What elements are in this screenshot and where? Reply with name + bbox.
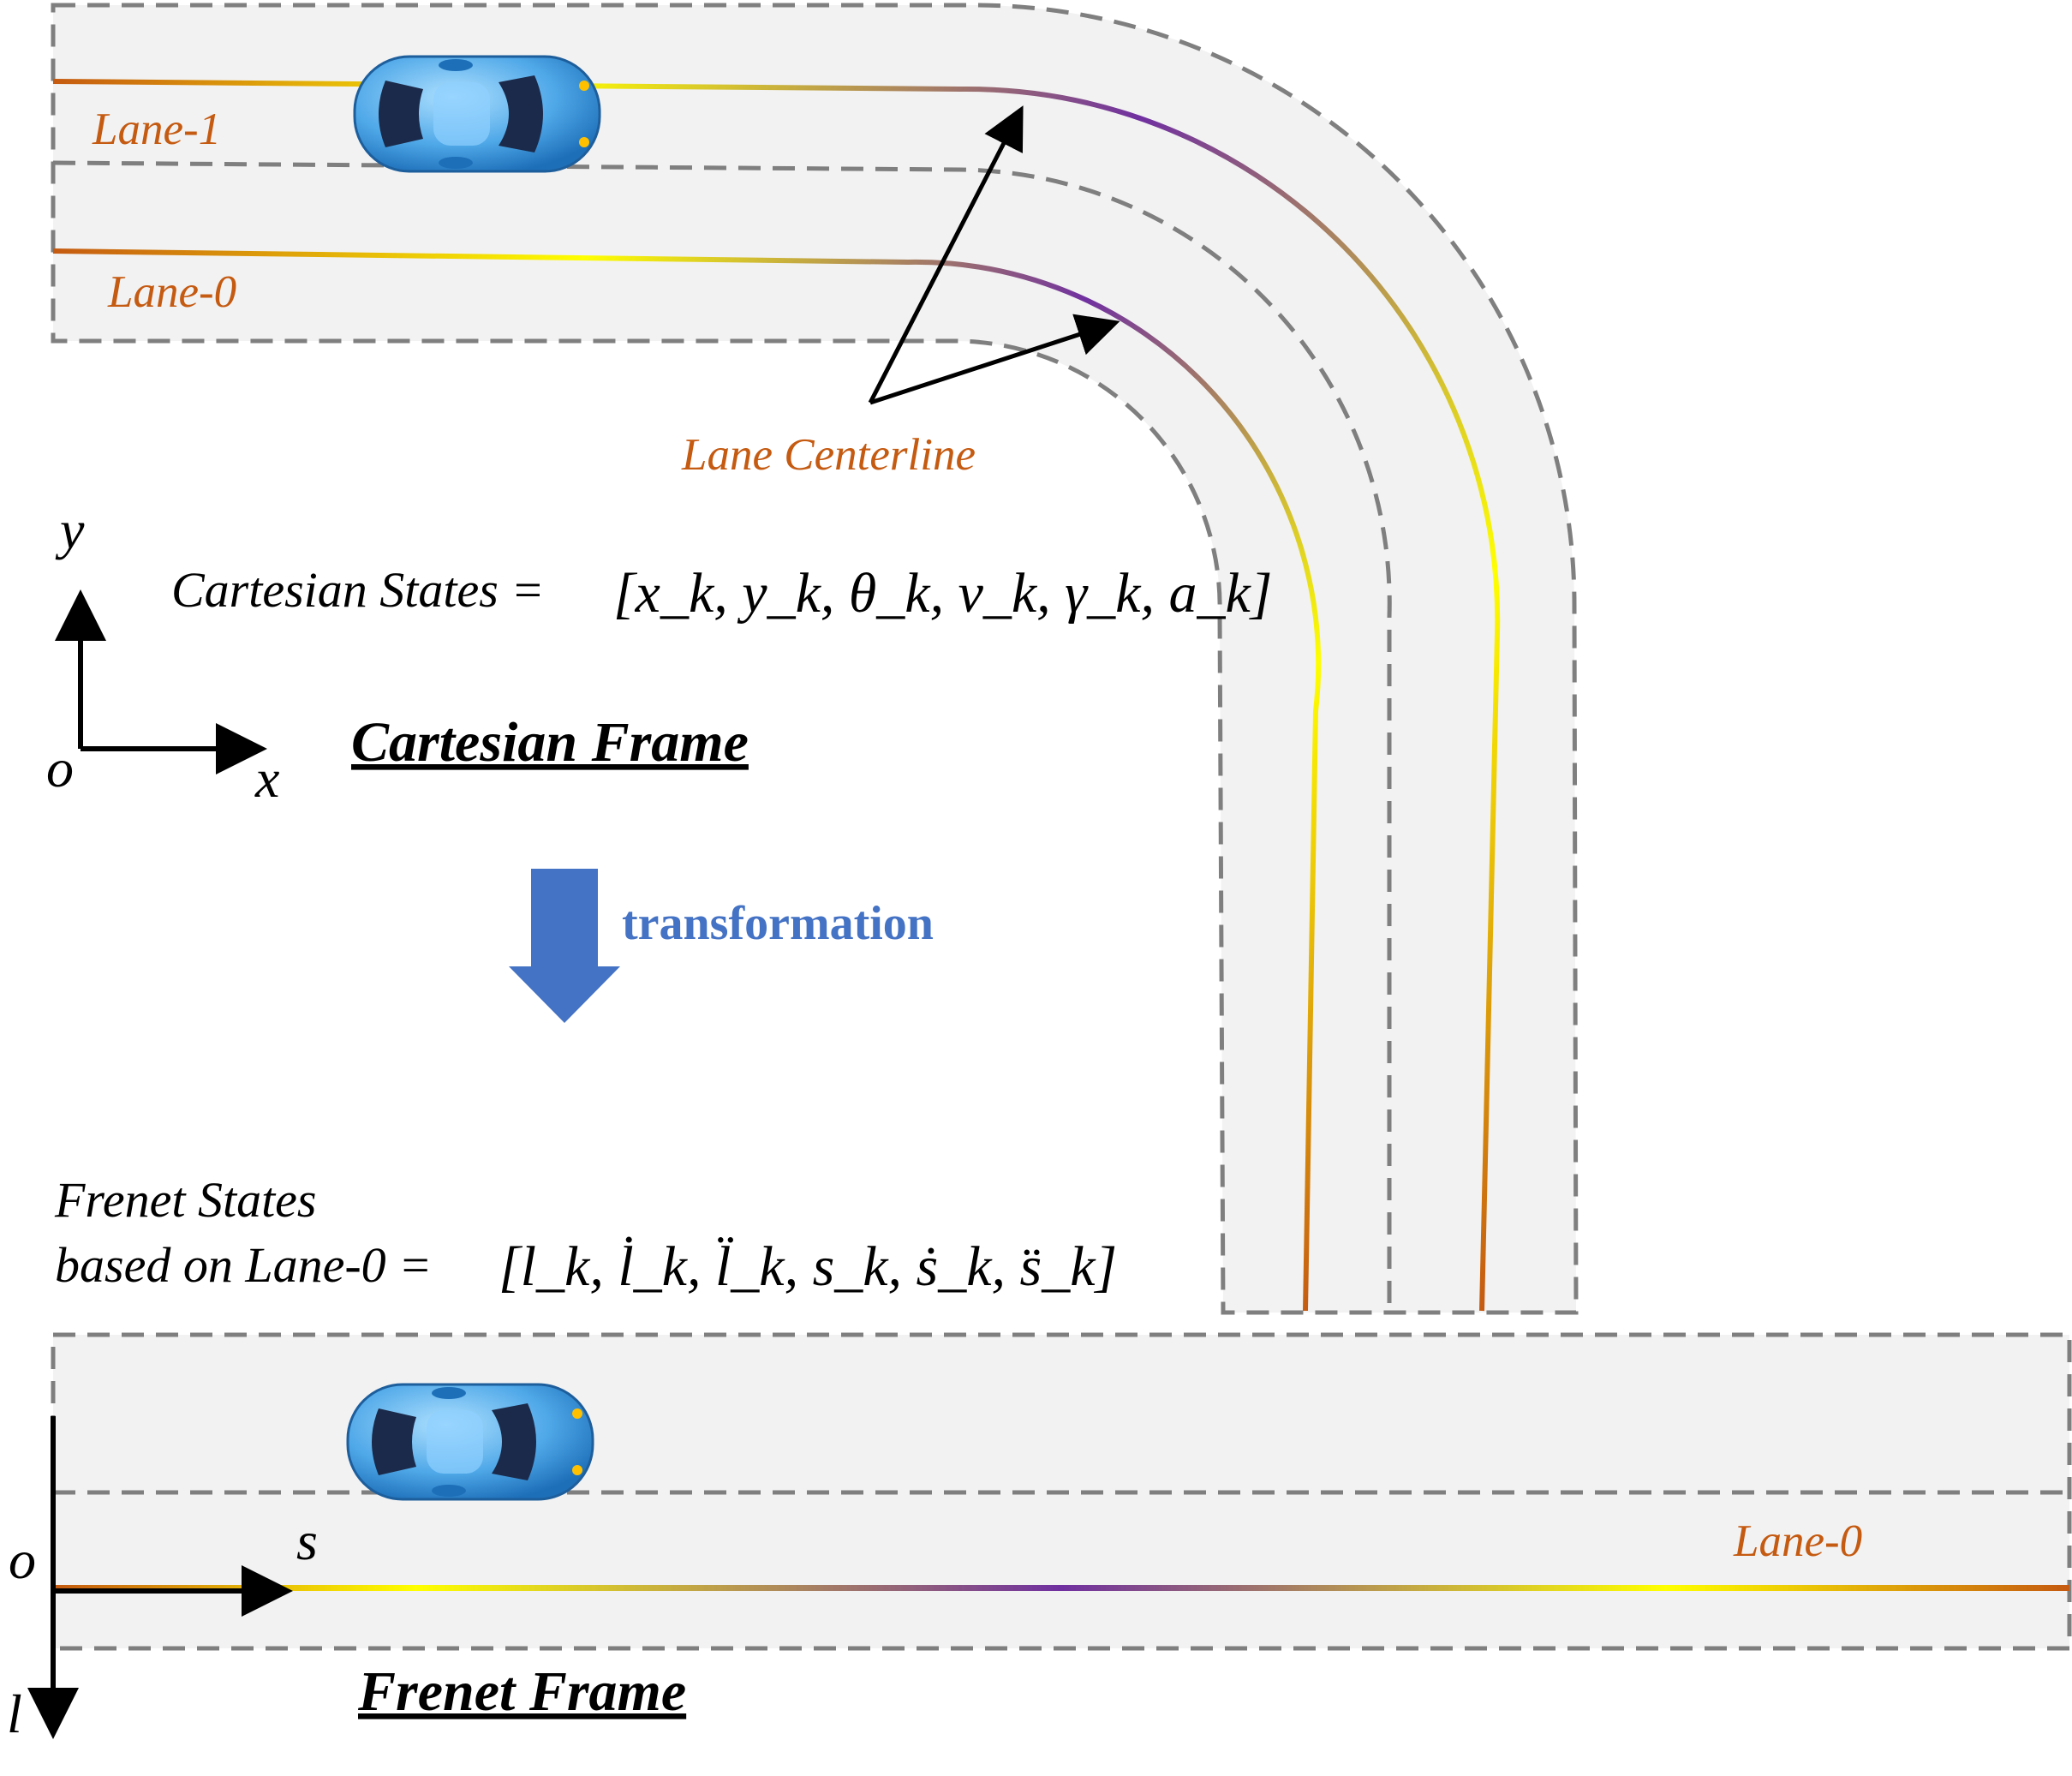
lane0-centerline xyxy=(52,248,1322,1312)
frenet-lane0-label: Lane-0 xyxy=(1733,1516,1862,1566)
cartesian-states-vector: [x_k, y_k, θ_k, v_k, γ_k, a_k] xyxy=(613,562,1272,625)
axis-x-label: x xyxy=(254,748,279,809)
pointer-arrow-lane0 xyxy=(869,314,1120,405)
frenet-lane0-centerline xyxy=(53,1585,2069,1591)
cartesian-road xyxy=(51,3,1579,1315)
lane1-centerline xyxy=(52,79,1501,1312)
pointer-arrow-lane1 xyxy=(868,105,1024,404)
transformation-label: transformation xyxy=(622,897,934,950)
cartesian-axes xyxy=(55,589,267,774)
axis-s-label: s xyxy=(296,1510,318,1571)
frenet-states-line1: Frenet States xyxy=(54,1172,317,1228)
axis-origin-label: o xyxy=(46,738,74,798)
cartesian-frame-title: Cartesian Frame xyxy=(351,711,749,774)
axis-l-label: l xyxy=(7,1683,22,1744)
frenet-states-vector: [l_k, l̇_k, l̈_k, s_k, ṡ_k, s̈_k] xyxy=(499,1235,1117,1298)
centerline-label: Lane Centerline xyxy=(681,430,976,480)
centerline-pointers xyxy=(868,105,1120,405)
car-icon xyxy=(353,55,601,173)
frenet-axes xyxy=(27,1416,293,1739)
lane1-label: Lane-1 xyxy=(92,105,221,154)
lane0-label: Lane-0 xyxy=(107,267,236,317)
axis-y-label: y xyxy=(55,499,85,560)
cartesian-road-surface xyxy=(51,3,1579,1315)
lane-divider xyxy=(52,160,1392,1313)
down-arrow-icon xyxy=(509,869,620,1023)
frenet-road xyxy=(51,1332,2072,1651)
frenet-frame-title: Frenet Frame xyxy=(357,1660,686,1723)
frenet-states-line2: based on Lane-0 = xyxy=(55,1237,432,1293)
car-icon xyxy=(346,1383,594,1501)
frenet-origin-label: o xyxy=(9,1529,36,1590)
cartesian-states-label: Cartesian States = xyxy=(171,562,544,618)
